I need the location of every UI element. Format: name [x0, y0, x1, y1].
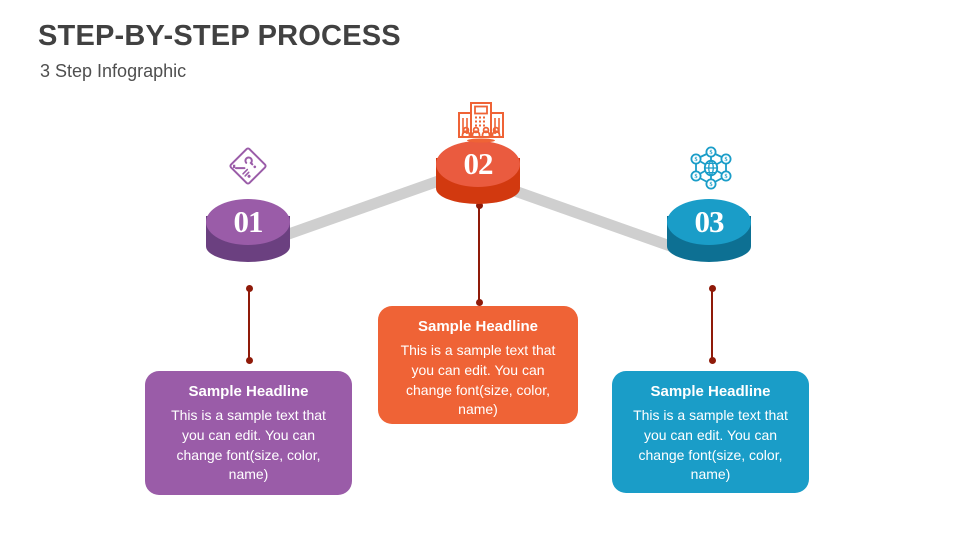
step-3-body-text: This is a sample text that you can edit.… [633, 406, 788, 483]
step-2-icon-wrap [455, 100, 507, 144]
network-nodes-icon: $ $ $ $ $ $ [690, 146, 732, 190]
step-3-number: 03 [694, 204, 725, 239]
step-1-cylinder-top [206, 199, 290, 245]
step-2-card[interactable]: Sample Headline This is a sample text th… [378, 306, 578, 424]
step-3-icon-wrap: $ $ $ $ $ $ [687, 146, 735, 190]
step-1-stem [245, 285, 253, 364]
step-1-card[interactable]: Sample Headline This is a sample text th… [145, 371, 352, 495]
step-1-cylinder: 01 [206, 199, 290, 262]
step-2-cylinder-top [436, 141, 520, 187]
step-3-cylinder: 03 [667, 199, 751, 262]
svg-text:$: $ [725, 173, 728, 180]
step-3-stem-dot-bottom [708, 357, 716, 364]
page-title: STEP-BY-STEP PROCESS [38, 20, 401, 52]
svg-text:$: $ [710, 149, 713, 156]
step-1-body-text: This is a sample text that you can edit.… [171, 406, 326, 483]
step-2-stem-dot-top [475, 202, 483, 209]
step-3-cylinder-top [667, 199, 751, 245]
svg-text:$: $ [695, 156, 698, 163]
step-1-stem-dot-top [245, 285, 253, 292]
step-2-body-text: This is a sample text that you can edit.… [400, 341, 556, 418]
step-3-headline: Sample Headline [650, 383, 771, 400]
step-2-number: 02 [463, 146, 494, 181]
step-3-card[interactable]: Sample Headline This is a sample text th… [612, 371, 809, 493]
office-building-people-icon [458, 102, 504, 143]
step-2-stem-dot-bottom [475, 299, 483, 306]
pen-question-diamond-icon [229, 147, 267, 185]
step-1-headline: Sample Headline [188, 383, 309, 400]
svg-text:$: $ [695, 173, 698, 180]
step-1-stem-dot-bottom [245, 357, 253, 364]
step-3-stem [708, 285, 716, 364]
page-subtitle: 3 Step Infographic [40, 61, 187, 81]
step-3-stem-dot-top [708, 285, 716, 292]
svg-text:$: $ [725, 156, 728, 163]
step-1-icon-wrap [225, 143, 271, 189]
step-2-stem [475, 202, 483, 306]
step-2-headline: Sample Headline [417, 318, 539, 335]
svg-text:$: $ [710, 181, 713, 188]
step-2-cylinder: 02 [436, 141, 520, 204]
step-1-number: 01 [233, 204, 264, 239]
